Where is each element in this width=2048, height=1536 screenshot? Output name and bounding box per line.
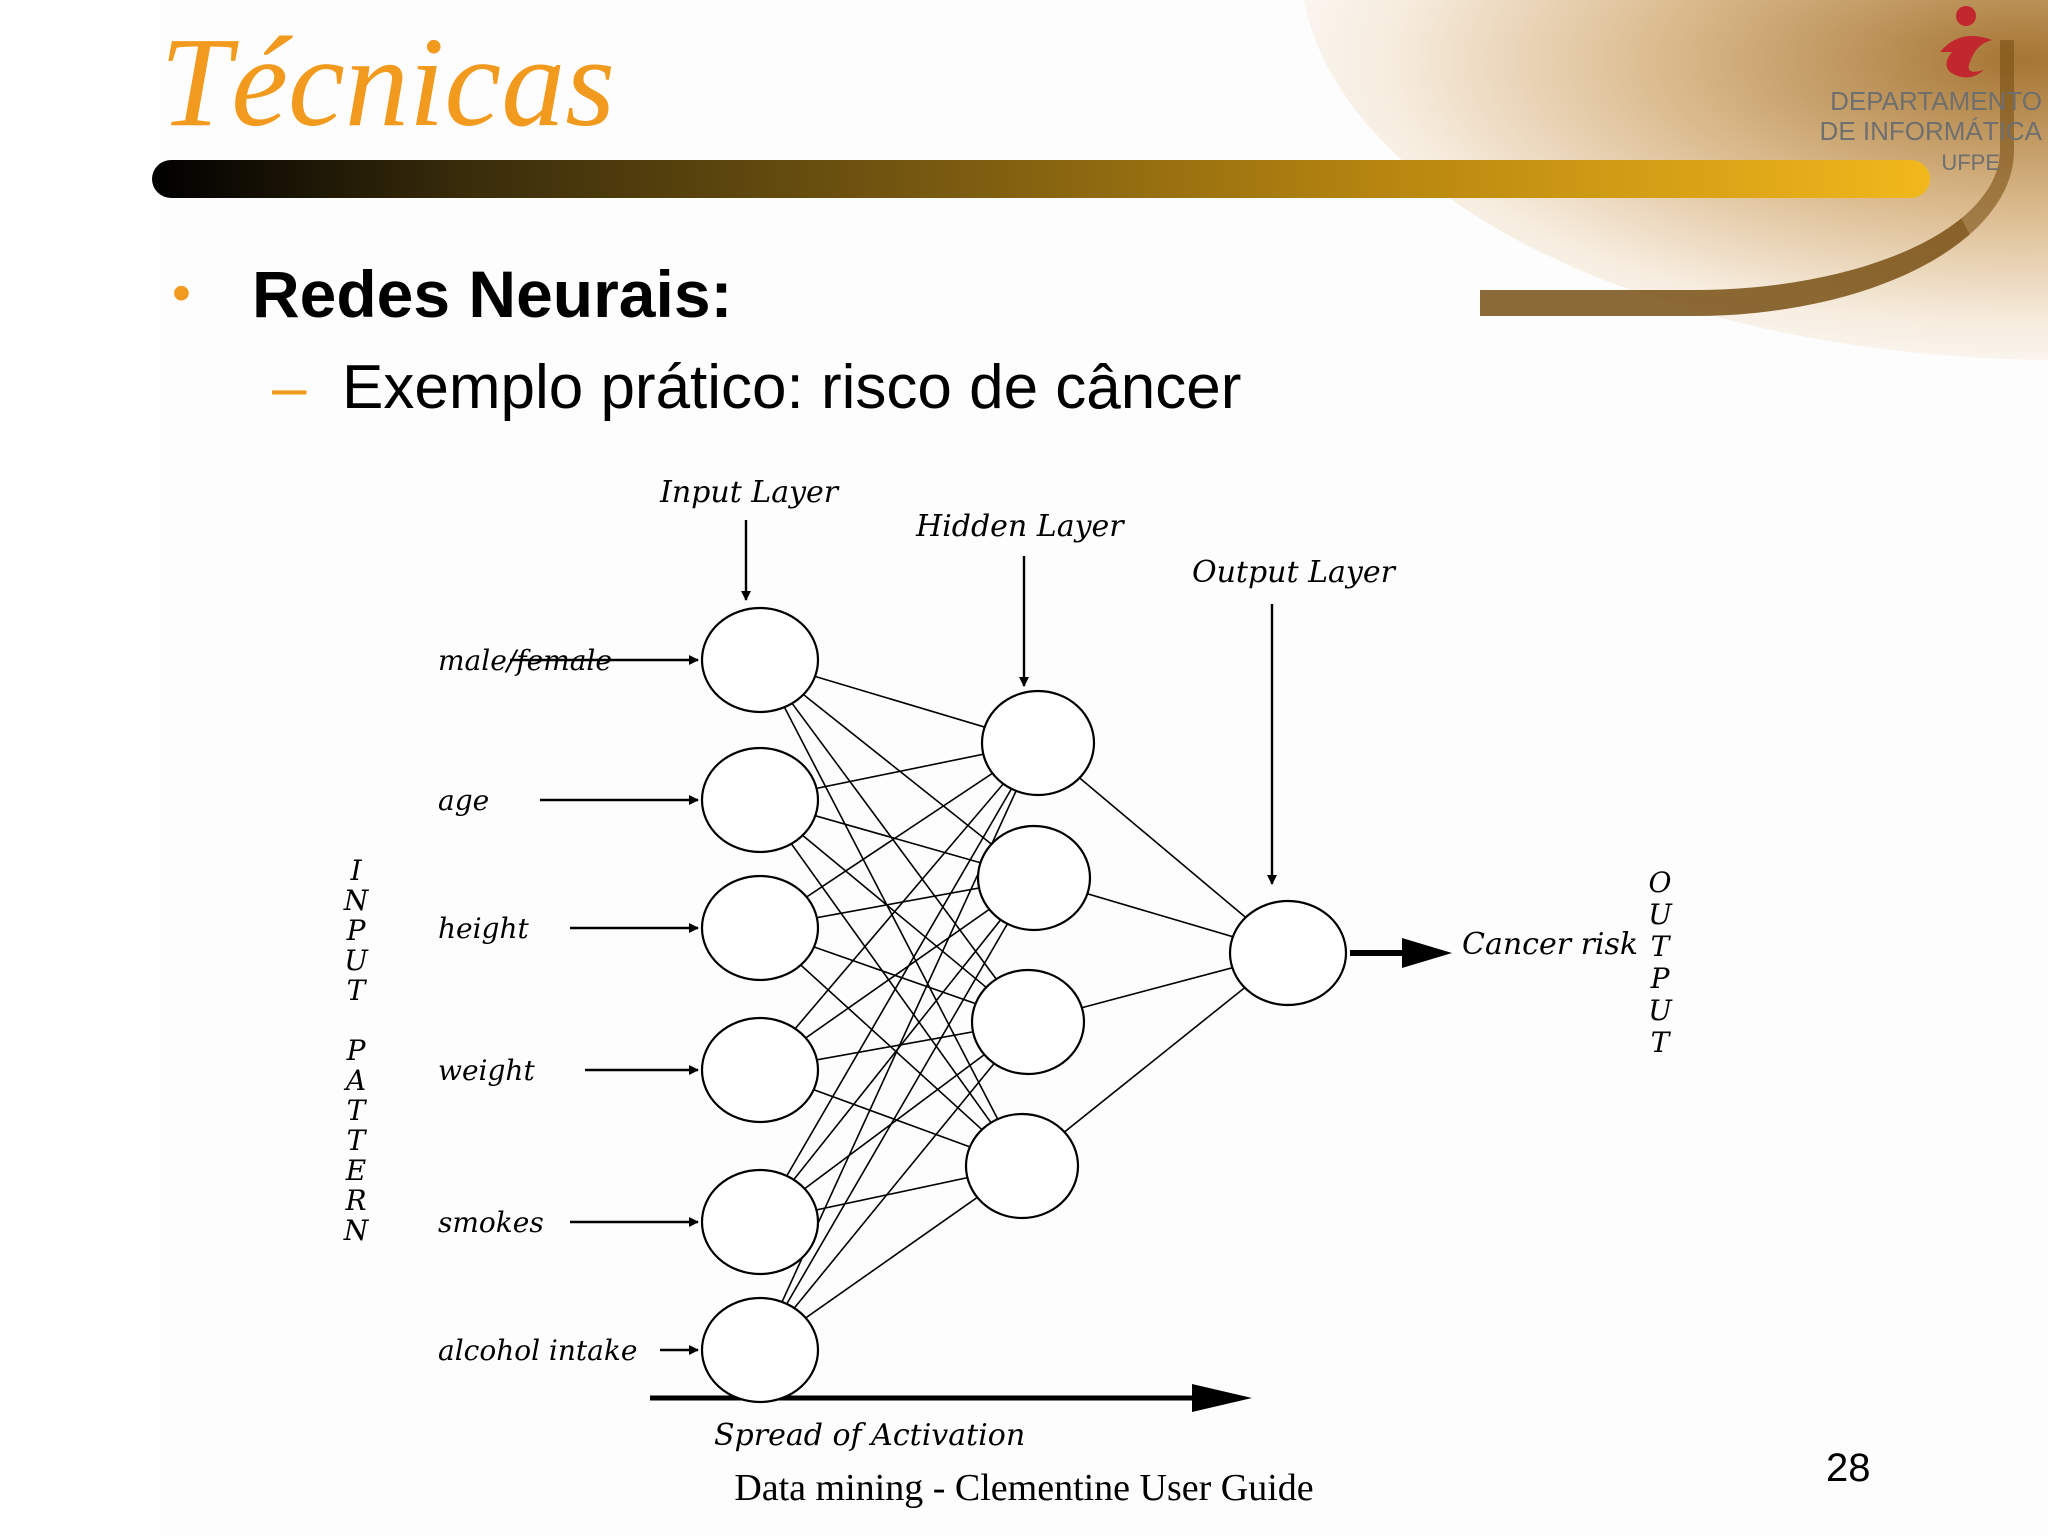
connection-input-4-hidden-0 xyxy=(759,742,1039,1223)
input-pattern-letter-10: E xyxy=(345,1154,366,1187)
hidden-layer-label: Hidden Layer xyxy=(915,509,1125,544)
sub-bullet-text: Exemplo prático: risco de câncer xyxy=(342,353,1242,422)
input-pattern-letter-0: I xyxy=(349,854,362,887)
input-pattern-letter-9: T xyxy=(347,1124,368,1157)
bullet-dot-icon: • xyxy=(172,263,191,323)
hidden-node-0 xyxy=(980,689,1096,797)
connection-input-1-hidden-2 xyxy=(759,799,1029,1023)
spread-of-activation-label: Spread of Activation xyxy=(714,1418,1025,1453)
output-arrow-head xyxy=(1402,938,1452,968)
input-pattern-letter-1: N xyxy=(343,884,370,917)
slide-left-band xyxy=(0,0,160,1536)
input-label-2: height xyxy=(438,912,530,945)
sub-bullet-dash-icon: – xyxy=(272,353,307,422)
network-labels: Input Layer Hidden Layer Output Layer Ca… xyxy=(438,475,1638,1453)
hidden-node-1 xyxy=(976,824,1092,932)
page-number: 28 xyxy=(1826,1446,1871,1490)
connection-hidden-3-output xyxy=(1021,952,1289,1167)
input-node-4 xyxy=(700,1168,820,1276)
network-nodes xyxy=(700,606,1348,1404)
input-label-5: alcohol intake xyxy=(438,1334,637,1367)
output-letter-2: T xyxy=(1651,930,1672,963)
input-label-1: age xyxy=(438,784,489,817)
connection-input-3-hidden-0 xyxy=(759,742,1039,1071)
logo-mark-icon xyxy=(1940,6,1992,78)
title-underline-bar xyxy=(152,160,1930,198)
hidden-node-2 xyxy=(970,968,1086,1076)
input-pattern-letter-12: N xyxy=(343,1214,370,1247)
spread-arrow-head xyxy=(1192,1384,1252,1412)
logo-line-1: DEPARTAMENTO xyxy=(1830,86,2042,116)
hidden-node-3 xyxy=(964,1112,1080,1220)
connection-input-5-hidden-2 xyxy=(759,1021,1029,1351)
connection-input-5-hidden-1 xyxy=(759,877,1035,1351)
connection-input-1-hidden-3 xyxy=(759,799,1023,1167)
logo-line-2: DE INFORMÁTICA xyxy=(1819,116,2042,146)
input-pattern-letter-8: T xyxy=(347,1094,368,1127)
input-node-5 xyxy=(700,1296,820,1404)
neural-network-diagram: Input Layer Hidden Layer Output Layer Ca… xyxy=(343,475,1673,1453)
network-arrows xyxy=(510,520,1452,1412)
input-node-2 xyxy=(700,874,820,982)
output-letter-4: U xyxy=(1648,994,1673,1027)
input-pattern-letter-2: P xyxy=(346,914,367,947)
slide-caption: Data mining - Clementine User Guide xyxy=(734,1467,1314,1509)
input-node-1 xyxy=(700,746,820,854)
output-letter-5: T xyxy=(1651,1026,1672,1059)
input-pattern-letter-11: R xyxy=(344,1184,366,1217)
input-label-0: male/female xyxy=(438,644,612,677)
slide-title: Técnicas xyxy=(160,11,615,153)
input-layer-label: Input Layer xyxy=(659,475,840,510)
input-label-4: smokes xyxy=(438,1206,544,1239)
input-node-3 xyxy=(700,1016,820,1124)
input-pattern-letter-6: P xyxy=(346,1034,367,1067)
output-letter-1: U xyxy=(1648,898,1673,931)
output-cancer-risk-label: Cancer risk xyxy=(1462,927,1638,962)
bullet-heading: Redes Neurais: xyxy=(252,257,733,331)
connection-input-0-hidden-2 xyxy=(759,659,1029,1023)
input-pattern-letter-3: U xyxy=(344,944,369,977)
input-label-3: weight xyxy=(438,1054,535,1087)
input-pattern-letter-7: A xyxy=(343,1064,366,1097)
output-node xyxy=(1228,899,1348,1007)
connection-input-0-hidden-1 xyxy=(759,659,1035,879)
output-layer-label: Output Layer xyxy=(1192,555,1397,590)
input-node-0 xyxy=(700,606,820,714)
output-letter-0: O xyxy=(1649,866,1672,899)
logo-line-3: UFPE xyxy=(1941,150,2000,175)
input-pattern-letter-4: T xyxy=(347,974,368,1007)
output-letter-3: P xyxy=(1650,962,1671,995)
department-logo: DEPARTAMENTO DE INFORMÁTICA UFPE xyxy=(1820,0,2048,190)
